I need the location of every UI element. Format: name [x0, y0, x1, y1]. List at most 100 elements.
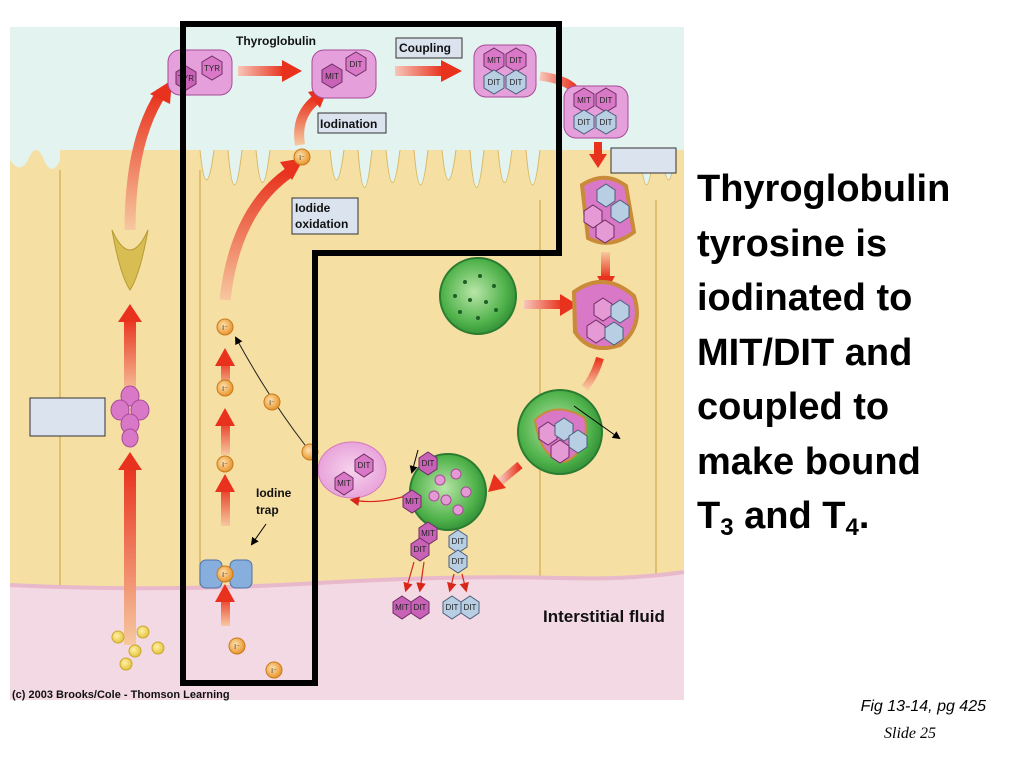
left-arrow-shaft-lower: [124, 465, 136, 645]
iodide-ion-label: I⁻: [234, 644, 240, 651]
iodine-trap-pointer: [250, 523, 267, 546]
left-curved-arrow: [124, 88, 167, 231]
explanation-line: tyrosine is: [697, 222, 888, 265]
iodine-particles: [111, 625, 165, 671]
dit-label: DIT: [488, 78, 501, 87]
highlight-outline: [180, 21, 562, 686]
tg-arrow-2-head: [441, 60, 462, 82]
endocytosed-thyroglobulin: [579, 175, 637, 245]
mit-label: MIT: [487, 56, 501, 65]
dit-label: DIT: [350, 60, 363, 69]
thyroglobulin-label: Thyroglobulin: [236, 34, 316, 48]
figure-reference: Fig 13-14, pg 425: [860, 698, 986, 715]
dit-label: DIT: [422, 459, 435, 468]
tg-arrow-2-shaft: [395, 66, 443, 76]
iodide-ion: I⁻: [263, 393, 281, 411]
explanation-text: Thyroglobulin tyrosine is iodinated to M…: [697, 162, 1017, 556]
thyroglobulin-tyr-molecule: TYR TYR: [167, 49, 233, 96]
iodide-ion-label: I⁻: [222, 572, 228, 579]
explanation-line: coupled to: [697, 386, 890, 428]
iodide-ion-label: I⁻: [271, 668, 277, 675]
iodination-label: Iodination: [320, 117, 377, 131]
iodide-ion: I⁻: [265, 661, 283, 679]
dit-label: DIT: [600, 96, 613, 105]
phagolysosome: [517, 389, 603, 475]
copyright-text: (c) 2003 Brooks/Cole - Thomson Learning: [12, 689, 230, 701]
and-t-text: and T: [733, 495, 846, 537]
iodide-ion: I⁻: [216, 565, 234, 583]
tyr-label: TYR: [178, 74, 194, 83]
dit-label: DIT: [452, 557, 465, 566]
right-down-arrow-1-head: [589, 154, 607, 168]
dit-label: DIT: [510, 78, 523, 87]
left-arrow-head-mid: [118, 304, 142, 322]
iodide-ions: I⁻ I⁻ I⁻ I⁻ I⁻ I⁻ I⁻ I⁻: [216, 148, 319, 679]
secretion-vesicle: [111, 229, 149, 291]
release-arrows: [403, 561, 469, 593]
interstitial-fluid-label: Interstitial fluid: [543, 607, 665, 626]
thyroglobulin-mit-dit-molecule: DIT MIT: [311, 49, 377, 99]
coupled-molecule-right: MIT DIT DIT DIT: [563, 85, 629, 139]
mit-label: MIT: [337, 479, 351, 488]
coupled-molecule: MIT DIT DIT DIT: [473, 44, 537, 98]
left-arrow-shaft-mid: [124, 318, 136, 396]
period: .: [858, 495, 870, 537]
lysosome-arrow-shaft: [524, 300, 562, 309]
thyroglobulin-synthesis-cluster: [110, 385, 150, 448]
iodide-oxidation-arrow: [219, 167, 294, 301]
tg-arrow-1-shaft: [238, 66, 284, 76]
iodide-ion: I⁻: [216, 455, 234, 473]
iodide-ion-label: I⁻: [299, 155, 305, 162]
dit-label: DIT: [600, 118, 613, 127]
mit-label: MIT: [421, 529, 435, 538]
explanation-line-hormones: T3 and T4.: [697, 489, 1017, 556]
right-down-arrow-1: [594, 142, 602, 156]
iodide-up-arrows: [215, 348, 235, 626]
explanation-line: Thyroglobulin: [697, 168, 951, 210]
t4-subscript: 4: [845, 514, 859, 541]
mit-label: MIT: [325, 72, 339, 81]
explanation-line: iodinated to: [697, 277, 913, 319]
released-mit-dit: MIT DIT DIT DIT: [392, 595, 480, 620]
slide-number: Slide 25: [884, 725, 936, 742]
explanation-line: MIT/DIT and: [697, 331, 913, 374]
microvilli: [10, 150, 676, 188]
dit-label: DIT: [510, 56, 523, 65]
dit-label: DIT: [446, 603, 459, 612]
t3-subscript: 3: [720, 514, 734, 541]
deiodinase-pointer: [409, 449, 419, 474]
free-mit-dit: DIT MIT MIT DIT DIT DIT: [402, 451, 468, 574]
iodide-oxidation-label-line2: oxidation: [295, 217, 348, 231]
iodide-ion: I⁻: [293, 148, 311, 166]
iodine-trap-label-line1: Iodine: [256, 486, 292, 500]
dit-label: DIT: [464, 603, 477, 612]
mit-label: MIT: [577, 96, 591, 105]
lysosome-arrow-head: [560, 294, 578, 316]
dit-label: DIT: [578, 118, 591, 127]
iodine-trap-label-line2: trap: [256, 503, 279, 517]
iodination-label-box: [317, 112, 387, 134]
iodide-oxidation-label-line1: Iodide: [295, 201, 331, 215]
right-down-arrow-2: [601, 252, 610, 278]
deiodinase-vesicle: DIT MIT: [317, 441, 387, 499]
tyr-label: TYR: [204, 64, 220, 73]
mit-label: MIT: [405, 497, 419, 506]
dit-label: DIT: [358, 461, 371, 470]
tg-arrow-1-head: [282, 60, 302, 82]
left-curved-arrow-head: [150, 80, 172, 104]
iodide-ion-label: I⁻: [222, 462, 228, 469]
left-arrow-head-lower: [118, 452, 142, 470]
lysosome: [439, 257, 517, 335]
phagolysosome-pointer: [573, 405, 621, 440]
phagolysosome-to-lysosome-head: [488, 474, 506, 492]
iodide-ion: I⁻: [216, 318, 234, 336]
phagolysosome-to-lysosome-arrow: [497, 461, 523, 486]
iodide-ion-label: I⁻: [222, 386, 228, 393]
dit-label: DIT: [452, 537, 465, 546]
t-symbol: T: [697, 495, 721, 537]
mit-label: MIT: [395, 603, 409, 612]
explanation-line: make bound: [697, 440, 921, 483]
coupling-label-box: [395, 37, 463, 59]
iodide-oxidation-label-box: [291, 197, 359, 235]
